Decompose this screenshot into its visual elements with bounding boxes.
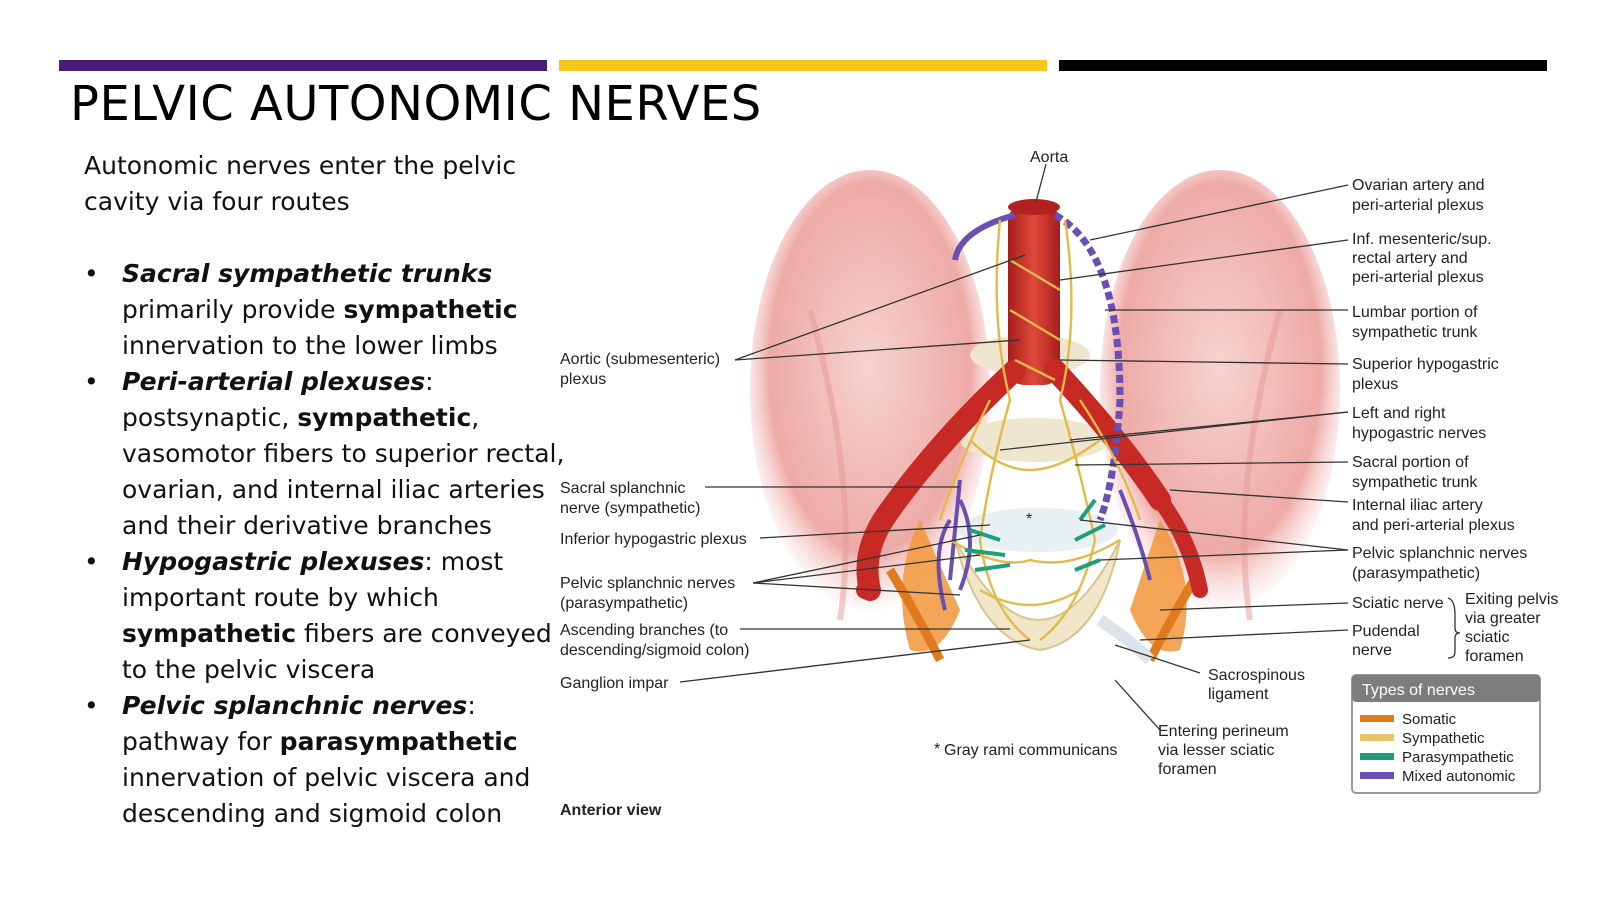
bullet-glyph: • <box>84 691 99 720</box>
bullet-keyword: sympathetic <box>343 295 518 324</box>
route-list: • Sacral sympathetic trunks primarily pro… <box>84 256 574 832</box>
bullet-glyph: • <box>84 547 99 576</box>
bullet-text: primarily provide <box>122 295 344 324</box>
label-ganglion-impar: Ganglion impar <box>560 675 669 692</box>
label-leaders <box>679 163 1461 731</box>
label-ascending-2: descending/sigmoid colon) <box>560 642 749 659</box>
bullet-keyword: sympathetic <box>297 403 472 432</box>
parasympathetic-nerves <box>964 498 1106 572</box>
label-aortic-plexus-2: plexus <box>560 371 606 388</box>
figure-labels: Aorta Aortic (submesenteric) plexus Sacr… <box>560 149 1558 819</box>
nerve-type-legend: Types of nerves Somatic Sympathetic Para… <box>1351 674 1541 794</box>
bullet-text: : pathway for <box>122 691 476 756</box>
pelvic-nerves-illustration: Aorta Aortic (submesenteric) plexus Sacr… <box>560 149 1558 819</box>
label-sacral-portion-1: Sacral portion of <box>1352 454 1469 471</box>
bullet-term: Peri-arterial plexuses <box>122 367 426 396</box>
label-pudendal-2: nerve <box>1352 642 1392 659</box>
label-gray-rami: Gray rami communicans <box>944 742 1117 759</box>
label-ascending-1: Ascending branches (to <box>560 622 728 639</box>
marker-asterisk: * <box>1026 511 1032 528</box>
label-exiting-2: via greater <box>1465 610 1541 627</box>
label-lumbar-1: Lumbar portion of <box>1352 304 1478 321</box>
label-hypogastric-nerves-1: Left and right <box>1352 405 1446 422</box>
label-ovarian-2: peri-arterial plexus <box>1352 197 1484 214</box>
label-pelvic-splanchnic-right-2: (parasympathetic) <box>1352 565 1480 582</box>
label-anterior-view: Anterior view <box>560 802 662 819</box>
label-inf-mesenteric-3: peri-arterial plexus <box>1352 269 1484 286</box>
label-aorta: Aorta <box>1030 149 1068 166</box>
list-item: • Sacral sympathetic trunks primarily pro… <box>84 256 574 364</box>
label-internal-iliac-1: Internal iliac artery <box>1352 497 1483 514</box>
label-lumbar-2: sympathetic trunk <box>1352 324 1478 341</box>
accent-bar-black <box>1059 60 1547 71</box>
label-entering-3: foramen <box>1158 761 1217 778</box>
legend-swatch-mixed <box>1360 772 1394 779</box>
label-ovarian-1: Ovarian artery and <box>1352 177 1485 194</box>
label-sacral-splanchnic-1: Sacral splanchnic <box>560 480 685 497</box>
accent-bar-purple <box>59 60 547 71</box>
list-item: • Hypogastric plexuses: most important ro… <box>84 544 574 688</box>
bullet-text: : postsynaptic, <box>122 367 434 432</box>
label-sacrospinous-1: Sacrospinous <box>1208 667 1305 684</box>
legend-title: Types of nerves <box>1362 682 1475 699</box>
bullet-text: innervation of pelvic viscera and descen… <box>122 763 531 828</box>
label-inf-mesenteric-1: Inf. mesenteric/sup. <box>1352 231 1492 248</box>
sympathetic-nerves <box>938 219 1142 641</box>
list-item: • Pelvic splanchnic nerves: pathway for p… <box>84 688 574 832</box>
bullet-glyph: • <box>84 367 99 396</box>
bullet-text: innervation to the lower limbs <box>122 331 498 360</box>
sacrospinous-ligament <box>1096 615 1155 665</box>
label-pelvic-splanchnic-right-1: Pelvic splanchnic nerves <box>1352 545 1527 562</box>
bullet-glyph: • <box>84 259 99 288</box>
legend-label-mixed: Mixed autonomic <box>1402 768 1516 785</box>
legend-swatch-somatic <box>1360 715 1394 722</box>
bullet-keyword: sympathetic <box>122 619 297 648</box>
label-pudendal-1: Pudendal <box>1352 623 1420 640</box>
intro-text: Autonomic nerves enter the pelvic cavity… <box>84 151 517 216</box>
bullet-keyword: parasympathetic <box>279 727 518 756</box>
legend-swatch-parasympathetic <box>1360 753 1394 760</box>
label-hypogastric-nerves-2: hypogastric nerves <box>1352 425 1486 442</box>
legend-label-somatic: Somatic <box>1402 711 1457 728</box>
slide-title: PELVIC AUTONOMIC NERVES <box>70 76 762 132</box>
legend-label-parasympathetic: Parasympathetic <box>1402 749 1514 766</box>
label-exiting-3: sciatic <box>1465 629 1509 646</box>
label-superior-hypogastric-2: plexus <box>1352 376 1398 393</box>
bullet-text: fibers are conveyed to the pelvic viscer… <box>122 619 552 684</box>
somatic-nerves <box>886 520 1204 663</box>
label-pelvic-splanchnic-left-1: Pelvic splanchnic nerves <box>560 575 735 592</box>
mixed-autonomic-nerves <box>936 211 1152 611</box>
label-entering-2: via lesser sciatic <box>1158 742 1274 759</box>
legend-label-sympathetic: Sympathetic <box>1402 730 1485 747</box>
bullet-text: , vasomotor fibers to superior rectal, o… <box>122 403 565 540</box>
bullet-term: Sacral sympathetic trunks <box>122 259 493 288</box>
list-item: • Peri-arterial plexuses: postsynaptic, s… <box>84 364 574 544</box>
label-sciatic-nerve: Sciatic nerve <box>1352 595 1444 612</box>
label-sacral-splanchnic-2: nerve (sympathetic) <box>560 500 701 517</box>
legend-swatch-sympathetic <box>1360 734 1394 741</box>
label-sacrospinous-2: ligament <box>1208 686 1269 703</box>
accent-bar-yellow <box>559 60 1047 71</box>
label-asterisk: * <box>934 741 940 758</box>
bullet-text: : most important route by which <box>122 547 504 612</box>
label-inf-mesenteric-2: rectal artery and <box>1352 250 1468 267</box>
label-exiting-4: foramen <box>1465 648 1524 665</box>
label-sacral-portion-2: sympathetic trunk <box>1352 474 1478 491</box>
label-superior-hypogastric-1: Superior hypogastric <box>1352 356 1499 373</box>
label-inferior-hypogastric: Inferior hypogastric plexus <box>560 531 747 548</box>
label-pelvic-splanchnic-left-2: (parasympathetic) <box>560 595 688 612</box>
bullet-term: Hypogastric plexuses <box>122 547 425 576</box>
label-internal-iliac-2: and peri-arterial plexus <box>1352 517 1515 534</box>
bullet-term: Pelvic splanchnic nerves <box>122 691 468 720</box>
label-entering-1: Entering perineum <box>1158 723 1289 740</box>
label-exiting-1: Exiting pelvis <box>1465 591 1558 608</box>
label-aortic-plexus-1: Aortic (submesenteric) <box>560 351 720 368</box>
